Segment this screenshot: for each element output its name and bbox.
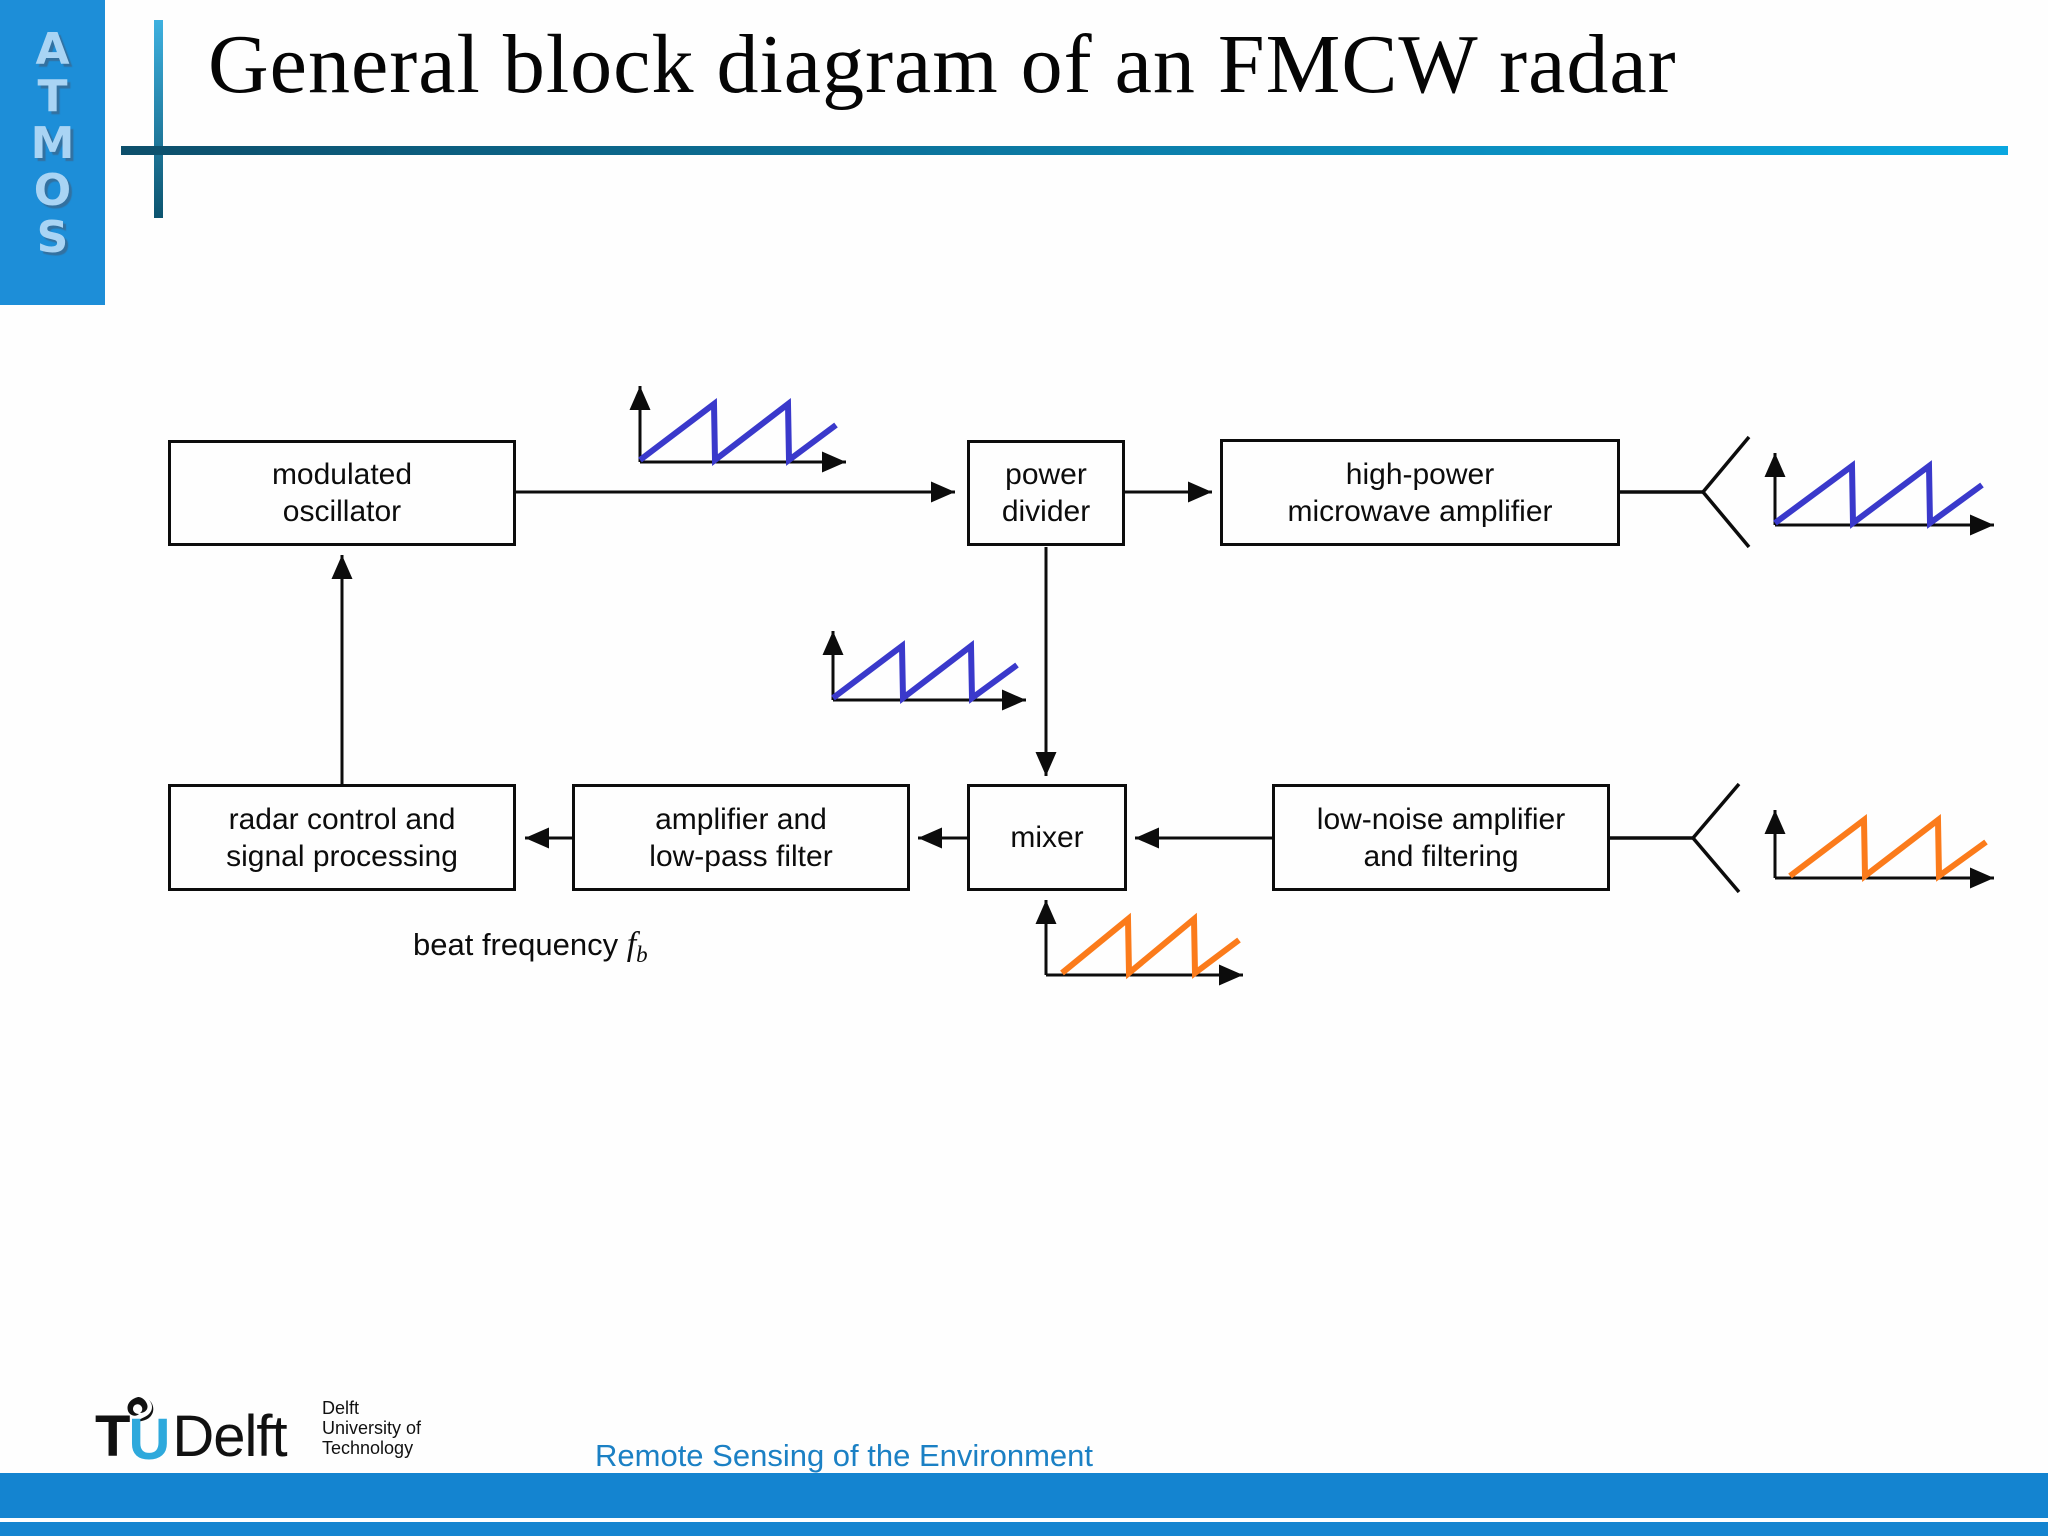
logo-letter-u: U <box>128 1407 170 1472</box>
vertical-accent-line <box>154 20 163 218</box>
box-modulated-oscillator: modulated oscillator <box>168 440 516 546</box>
tx-sawtooth-graph-lo <box>822 631 1026 711</box>
transmit-antenna-icon <box>1620 435 1751 549</box>
tudelft-flame-icon <box>127 1397 154 1423</box>
title-underline <box>121 146 2008 155</box>
tudelft-logo: TUDelft <box>95 1403 288 1472</box>
beat-frequency-symbol: f <box>626 926 637 963</box>
rx-sawtooth-graph-antenna <box>1764 810 1994 889</box>
beat-frequency-text: beat frequency <box>413 927 627 962</box>
box-amplifier-low-pass-filter: amplifier and low-pass filter <box>572 784 910 891</box>
atmos-sidebar-logo: A T M O S <box>0 0 105 305</box>
course-title: Remote Sensing of the Environment <box>595 1438 1093 1473</box>
beat-frequency-label: beat frequency fb <box>413 926 648 968</box>
box-low-noise-amplifier: low-noise amplifier and filtering <box>1272 784 1610 891</box>
logo-letter-t: T <box>95 1404 130 1469</box>
sawtooth-waveform-orange-1 <box>1060 912 1241 980</box>
footer-bar-top <box>0 1473 2048 1518</box>
sawtooth-waveform-blue-3 <box>1773 460 1984 529</box>
slide-title: General block diagram of an FMCW radar <box>208 18 1677 111</box>
sawtooth-waveform-blue-1 <box>638 397 838 467</box>
tx-sawtooth-graph-antenna <box>1764 453 1994 536</box>
box-power-divider: power divider <box>967 440 1125 546</box>
tx-sawtooth-graph-oscillator <box>629 386 846 473</box>
footer-bar-bottom <box>0 1522 2048 1536</box>
university-affiliation-text: Delft University of Technology <box>322 1398 422 1458</box>
logo-word-delft: Delft <box>172 1404 287 1469</box>
box-mixer: mixer <box>967 784 1127 891</box>
sawtooth-waveform-blue-2 <box>831 640 1019 704</box>
rx-sawtooth-graph-mixer <box>1035 900 1243 986</box>
beat-frequency-subscript: b <box>636 942 648 968</box>
sawtooth-waveform-orange-2 <box>1788 813 1988 883</box>
receive-antenna-icon <box>1610 782 1741 894</box>
box-high-power-microwave-amplifier: high-power microwave amplifier <box>1220 439 1620 546</box>
box-radar-control-signal-processing: radar control and signal processing <box>168 784 516 891</box>
